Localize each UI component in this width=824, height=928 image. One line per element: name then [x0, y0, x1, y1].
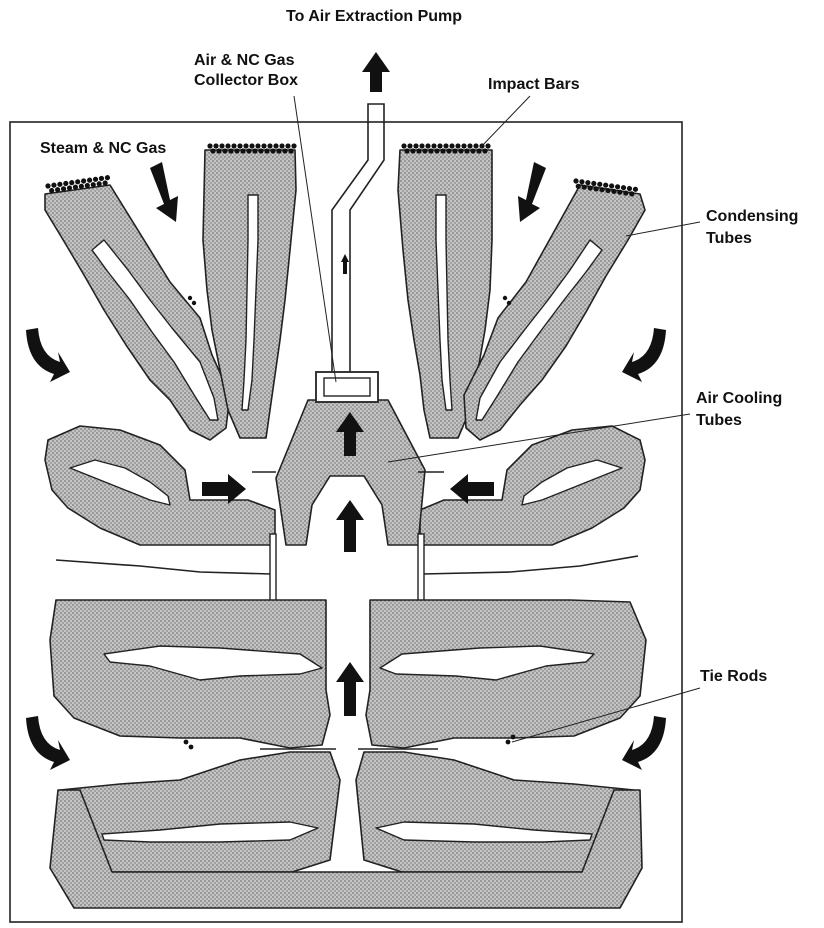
baffle-right	[422, 556, 638, 574]
label-collector-line2: Collector Box	[194, 72, 298, 90]
arrow-curved-right-bottom	[622, 716, 666, 770]
baffle-left	[56, 560, 272, 574]
arrow-up-center-3	[336, 662, 364, 716]
arrow-curved-left-bottom	[26, 716, 70, 770]
label-impact-bars: Impact Bars	[488, 76, 580, 94]
label-pump: To Air Extraction Pump	[286, 8, 462, 26]
collector-box-inner	[324, 378, 370, 396]
label-tie-rods: Tie Rods	[700, 668, 767, 686]
arrow-up-center-2	[336, 500, 364, 552]
label-condensing-line1: Condensing	[706, 208, 798, 226]
condensing-bundle-lower-left-upper	[50, 600, 330, 748]
label-collector-line1: Air & NC Gas	[194, 52, 294, 70]
condensing-bundle-side-right	[420, 426, 645, 545]
label-condensing-line2: Tubes	[706, 230, 752, 248]
label-steam: Steam & NC Gas	[40, 140, 166, 158]
label-air-cooling-line1: Air Cooling	[696, 390, 782, 408]
arrow-steam-right	[518, 162, 546, 222]
arrow-curved-right-top	[622, 328, 666, 382]
arrow-up-pump	[362, 52, 390, 92]
condensing-bundle-lower-right-upper	[366, 600, 646, 748]
label-air-cooling-line2: Tubes	[696, 412, 742, 430]
arrow-steam-left	[150, 162, 178, 222]
arrow-up-pipe	[341, 254, 349, 274]
arrow-curved-left-top	[26, 328, 70, 382]
air-extraction-pipe	[332, 104, 384, 372]
condensing-bundle-upper-left	[45, 185, 230, 440]
